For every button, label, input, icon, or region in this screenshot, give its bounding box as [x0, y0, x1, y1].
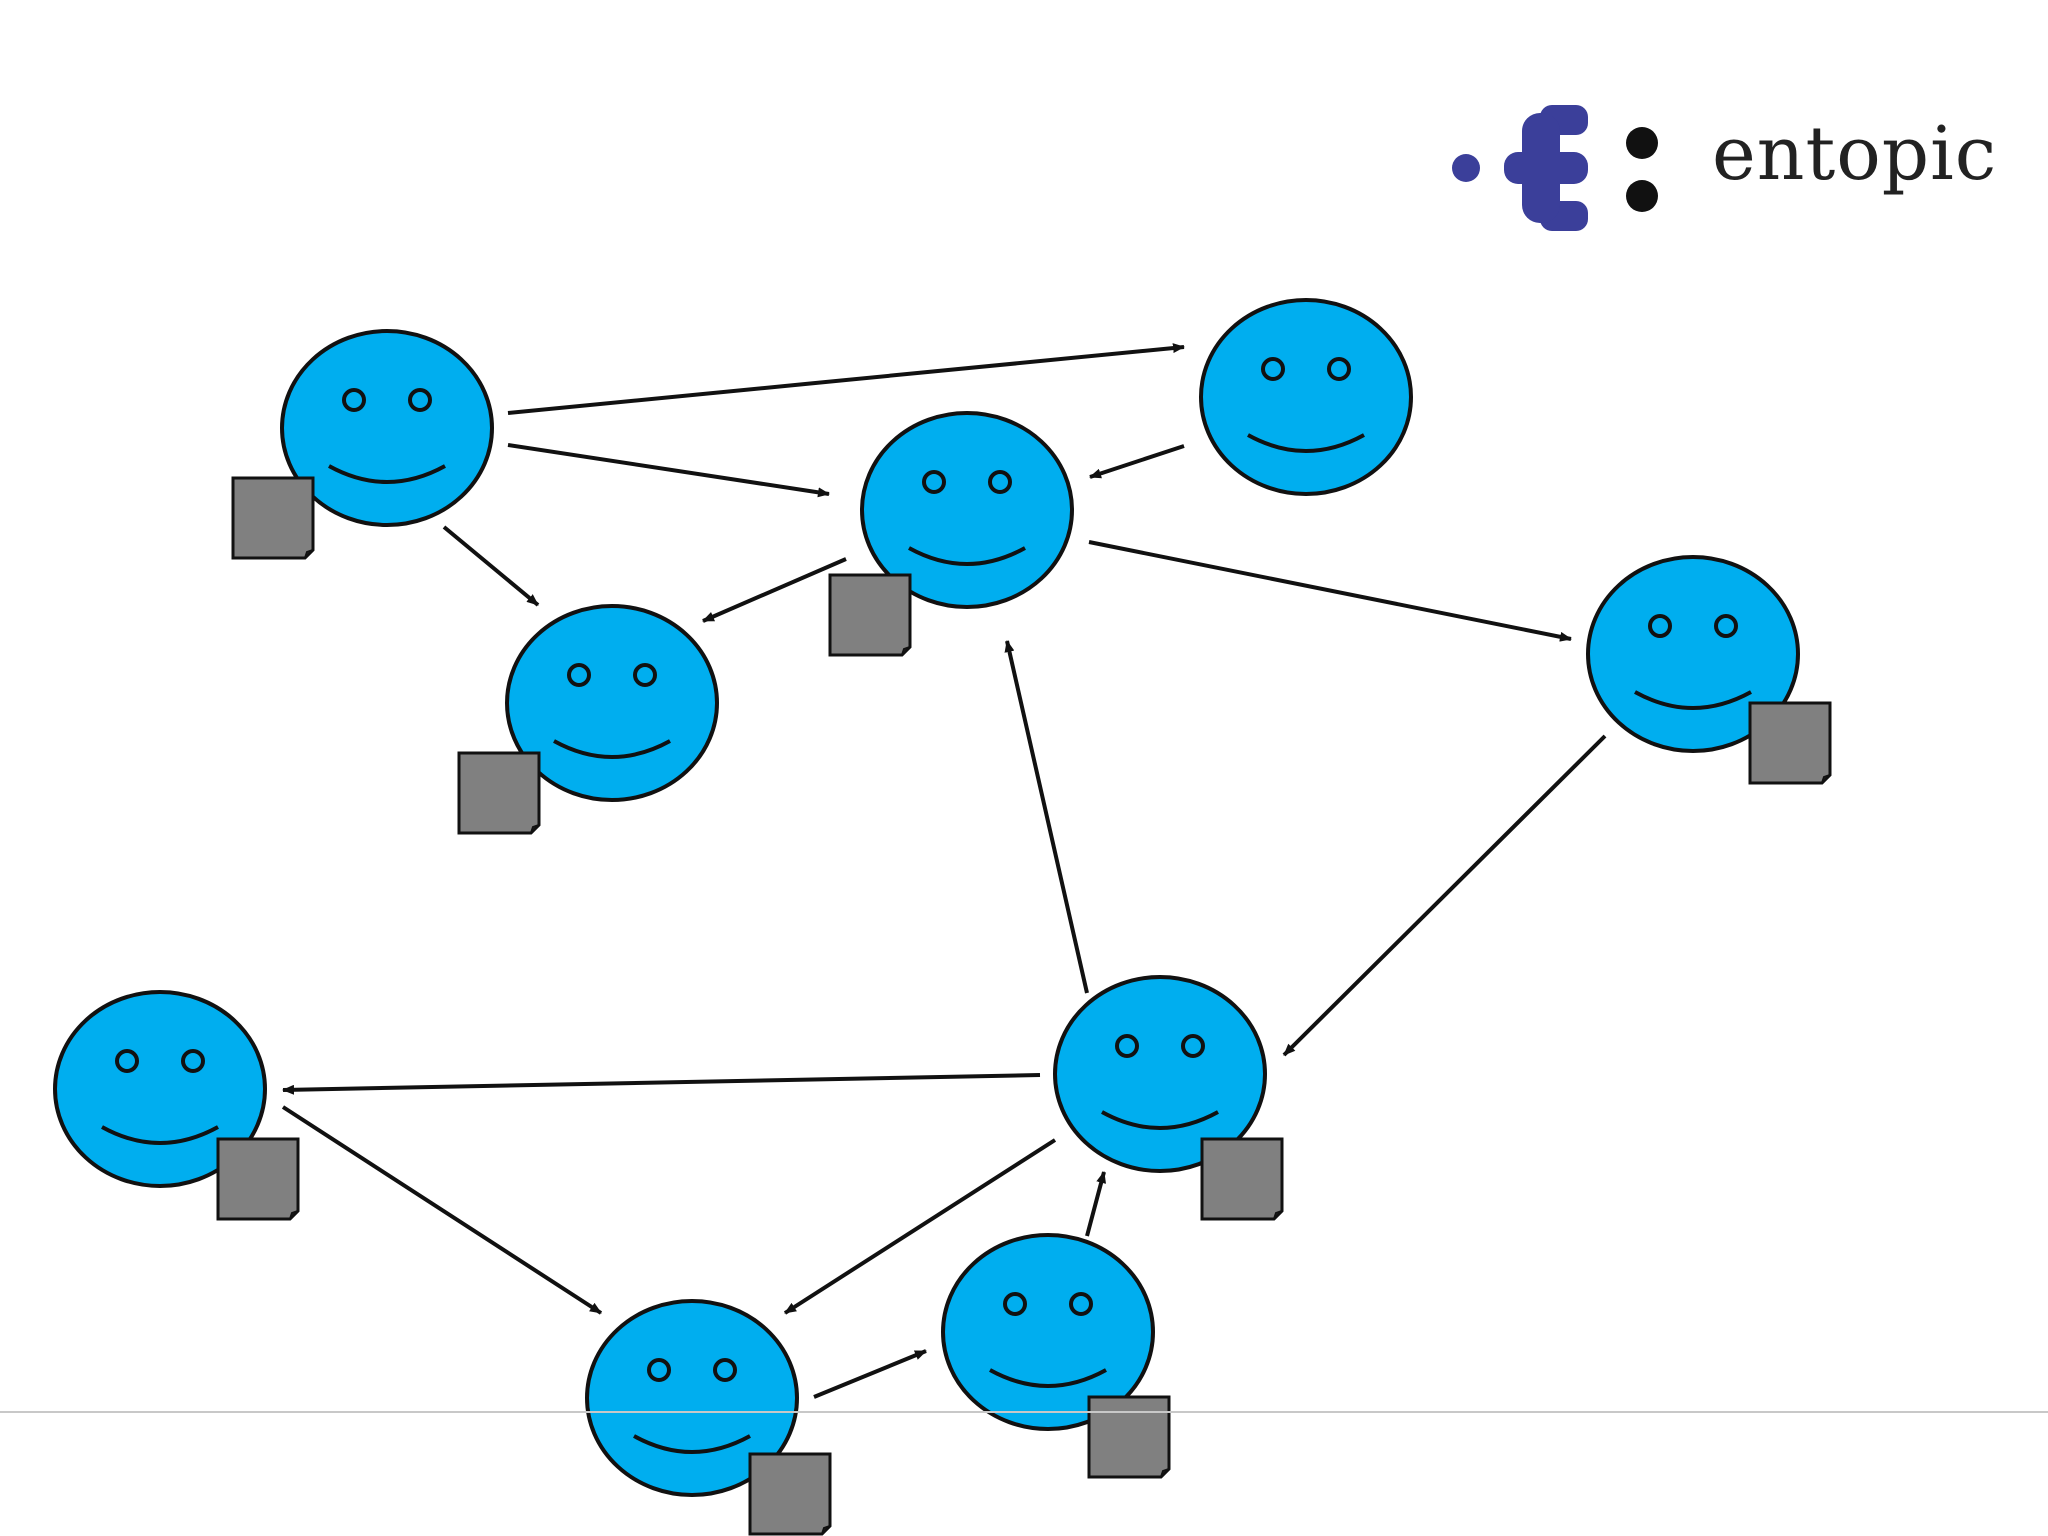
brand-name: entopic	[1712, 111, 1998, 197]
document-icon	[748, 1452, 832, 1536]
entopic-logo: entopic	[1440, 95, 2000, 245]
arrow-p7-p8	[783, 1138, 1057, 1315]
arrow-p1-p3	[507, 443, 830, 498]
person-p2	[1199, 298, 1413, 496]
footer-divider	[0, 1411, 2048, 1413]
smiley-face-icon	[1199, 298, 1413, 496]
arrow-p9-p7	[1085, 1171, 1107, 1237]
document-icon	[828, 573, 912, 657]
arrow-p1-p4	[442, 525, 540, 607]
arrow-p3-p4	[702, 557, 847, 623]
arrow-p1-p2	[507, 343, 1185, 415]
arrow-p7-p3	[1004, 640, 1089, 994]
arrow-p3-p5	[1088, 540, 1572, 642]
document-icon	[457, 751, 541, 835]
arrow-p2-p3	[1089, 444, 1185, 479]
document-icon	[1748, 701, 1832, 785]
entopic-logo-mark	[1452, 105, 1658, 231]
arrow-p8-p9	[813, 1349, 927, 1399]
arrow-p5-p7	[1282, 734, 1607, 1057]
document-icon	[1087, 1395, 1171, 1479]
arrow-p6-p8	[281, 1105, 603, 1315]
document-icon	[216, 1137, 300, 1221]
document-icon	[1200, 1137, 1284, 1221]
arrow-p7-p6	[282, 1073, 1041, 1095]
document-icon	[231, 476, 315, 560]
